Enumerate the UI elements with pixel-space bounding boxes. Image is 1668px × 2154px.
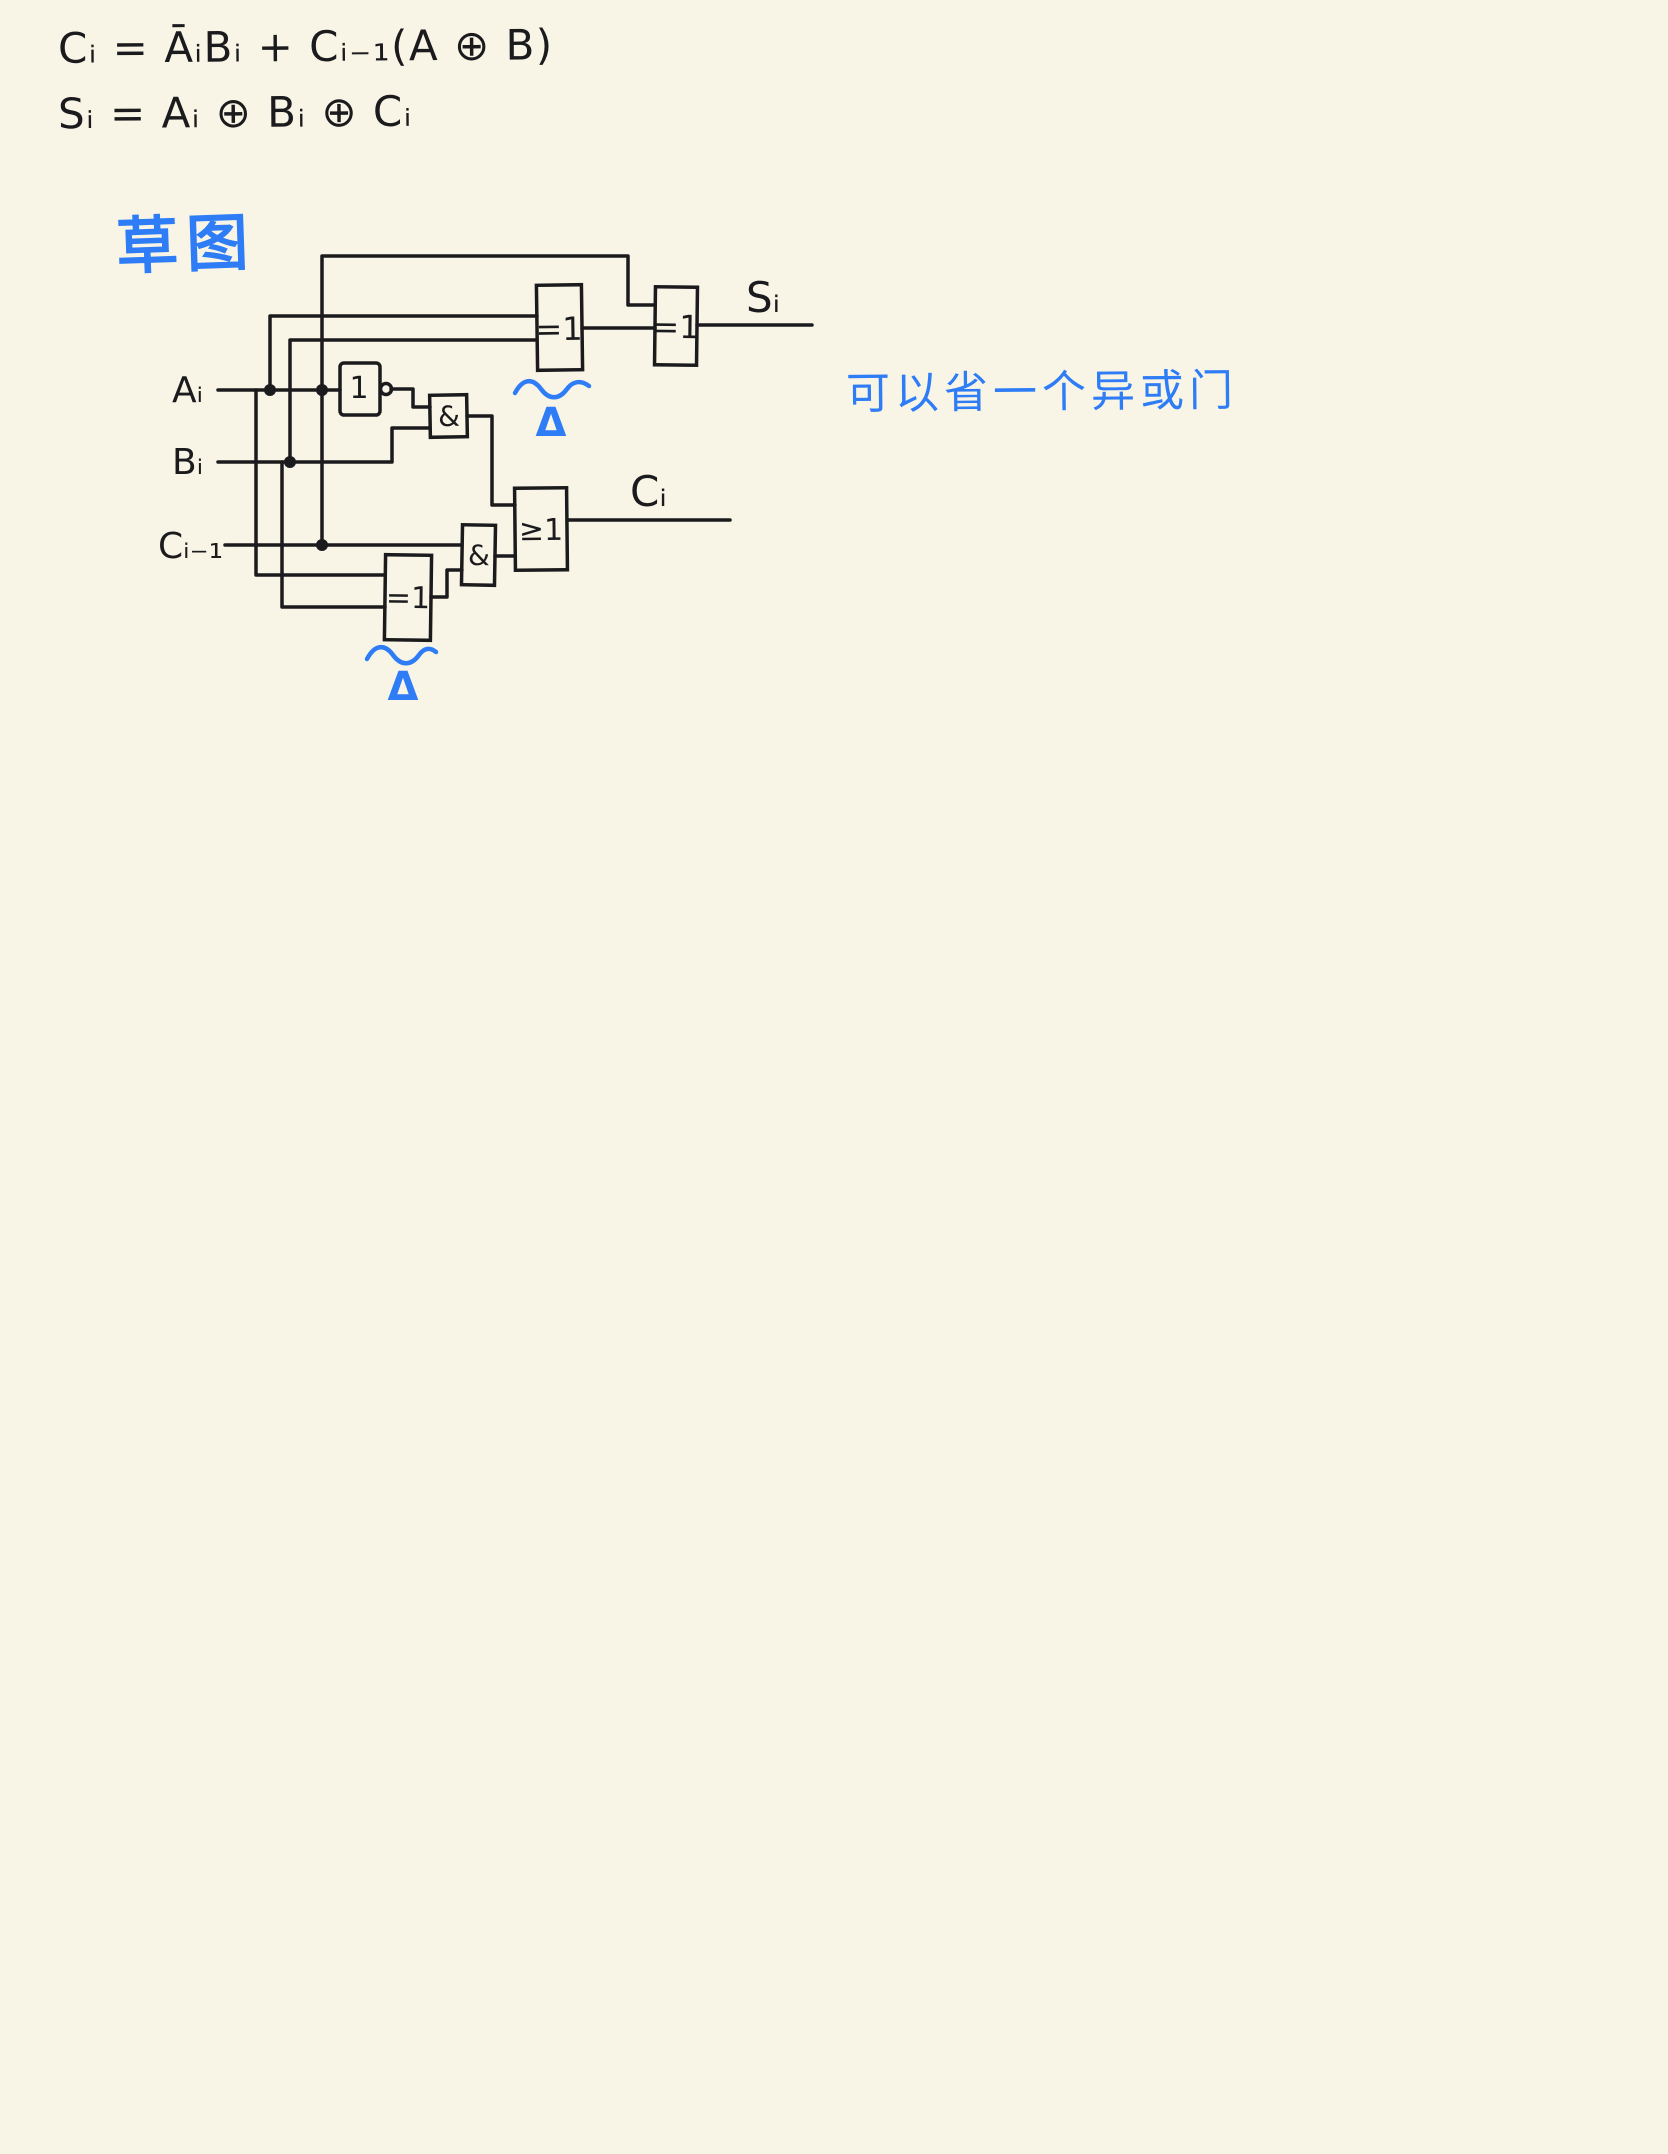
- gate-label: 1: [349, 371, 368, 406]
- input-label-ai: Aᵢ: [172, 370, 203, 411]
- gate-label: =1: [535, 310, 583, 349]
- wire-ai-to-xor1: [268, 314, 539, 392]
- junction-dot: [316, 539, 328, 551]
- gate-and-carry: &: [459, 522, 498, 588]
- wire-not-to-and1: [389, 387, 432, 409]
- signal-labels: Aᵢ Bᵢ Cᵢ₋₁ Sᵢ Cᵢ: [158, 273, 780, 567]
- not-bubble: [378, 381, 394, 397]
- gate-label: &: [468, 539, 490, 572]
- gate-label: &: [438, 400, 460, 433]
- wire-and1-to-or: [465, 414, 517, 507]
- junction-dot: [264, 384, 276, 396]
- output-label-ci: Cᵢ: [630, 467, 667, 516]
- gate-box: [534, 282, 585, 373]
- gate-box: [652, 284, 700, 368]
- gate-xor-sum: =1: [652, 284, 700, 368]
- gate-label: =1: [652, 308, 700, 347]
- gate-label: ≥1: [519, 513, 564, 548]
- wire-ai-to-xor3: [254, 388, 387, 577]
- junction-dot: [316, 384, 328, 396]
- gate-xor-a-b-dup: =1: [382, 552, 434, 643]
- gate-box: [382, 552, 434, 643]
- gate-box: [427, 392, 470, 440]
- delta-mark-1: Δ: [536, 400, 567, 446]
- gate-not-a: 1: [338, 361, 394, 417]
- wavy-underline-xor3: [364, 645, 439, 666]
- wavy-underline-xor1: [512, 379, 592, 400]
- wire-bi-input: [216, 426, 432, 464]
- gate-or-carry: ≥1: [512, 485, 570, 573]
- output-label-si: Sᵢ: [746, 273, 780, 322]
- junction-dot: [284, 456, 296, 468]
- wire-xor3-to-and2: [429, 568, 464, 599]
- junction-dots: [264, 384, 328, 551]
- blue-annotations: Δ Δ: [364, 379, 592, 710]
- wire-ci-1-to-xor2: [320, 254, 657, 547]
- gate-box: [512, 485, 570, 573]
- wire-bi-to-xor1: [288, 338, 539, 464]
- wires: [216, 254, 814, 609]
- gate-xor-a-b: =1: [534, 282, 585, 373]
- input-label-ci-1: Cᵢ₋₁: [158, 526, 223, 567]
- delta-mark-2: Δ: [388, 664, 419, 710]
- gate-label: =1: [386, 581, 431, 617]
- wire-bi-to-xor3: [280, 460, 387, 609]
- gate-and-nota-b: &: [427, 392, 470, 440]
- input-label-bi: Bᵢ: [172, 442, 203, 483]
- gate-box: [459, 522, 498, 588]
